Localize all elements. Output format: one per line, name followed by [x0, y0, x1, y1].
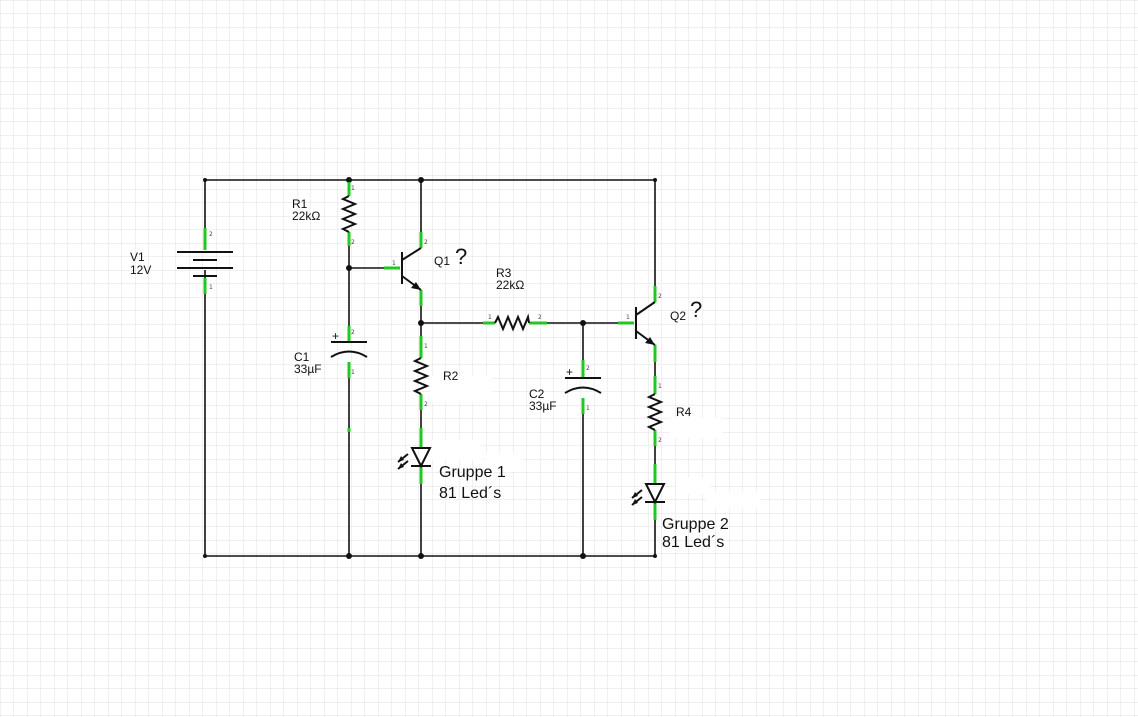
resistor-r1-symbol[interactable]: 1 2: [340, 182, 358, 246]
v1-ref-label: V1: [130, 250, 145, 264]
v1-value-label: 12V: [130, 263, 151, 277]
r4-ref-label: R4: [676, 405, 692, 419]
junction-dots: [203, 177, 657, 559]
q1-ref-label: Q1: [434, 254, 450, 268]
led-group-2-name: Gruppe 2: [662, 516, 729, 533]
pin-number: 1: [658, 383, 662, 390]
resistor-r3-symbol[interactable]: 1 2: [483, 313, 547, 332]
pin-number: 1: [424, 343, 428, 350]
pin-number: 2: [424, 239, 428, 246]
r3-ref-label: R3: [496, 266, 512, 280]
pin-number: 2: [658, 293, 662, 300]
c1-polarity-label: +: [332, 329, 339, 343]
q1-question-mark: ?: [455, 244, 467, 269]
pin-number: 2: [351, 239, 355, 246]
r1-ref-label: R1: [292, 197, 308, 211]
pin-number: 2: [658, 437, 662, 444]
c2-value-label: 33µF: [529, 399, 557, 413]
resistor-r4-symbol[interactable]: 1 2: [646, 376, 664, 446]
led-group-1-symbol[interactable]: [397, 428, 432, 484]
capacitor-c2-symbol[interactable]: 2 1: [564, 360, 602, 414]
pin-number: 2: [586, 365, 590, 372]
c2-polarity-label: +: [566, 365, 573, 379]
r3-value-label: 22kΩ: [496, 278, 524, 292]
pin-number: 1: [392, 260, 396, 267]
q2-question-mark: ?: [690, 297, 702, 322]
pin-number: 1: [351, 185, 355, 192]
pin-number: 1: [488, 314, 492, 321]
battery-v1-symbol[interactable]: 2 1: [177, 228, 233, 294]
q2-ref-label: Q2: [670, 309, 686, 323]
pin-number: 1: [626, 314, 630, 321]
pin-number: 2: [209, 231, 213, 238]
pin-number: 1: [351, 369, 355, 376]
pin-number: 2: [351, 329, 355, 336]
transistor-q1-symbol[interactable]: 1 2: [384, 232, 428, 306]
c1-value-label: 33µF: [294, 362, 322, 376]
resistor-r2-symbol[interactable]: 1 2: [412, 336, 430, 410]
pin-number: 2: [424, 401, 428, 408]
pin-number: 2: [538, 314, 542, 321]
pin-number: 1: [586, 405, 590, 412]
background-patches: [422, 376, 760, 508]
pin-number: 1: [209, 284, 213, 291]
led-group-2-symbol[interactable]: [631, 464, 666, 520]
transistor-q2-symbol[interactable]: 1 2: [618, 286, 662, 362]
capacitor-c1-symbol[interactable]: 2 1: [330, 326, 368, 378]
led-group-1-name: Gruppe 1: [439, 464, 506, 481]
c2-ref-label: C2: [529, 387, 545, 401]
r2-ref-label: R2: [443, 369, 459, 383]
r1-value-label: 22kΩ: [292, 209, 320, 223]
led-group-2-count: 81 Led´s: [662, 534, 724, 551]
led-group-1-count: 81 Led´s: [439, 485, 501, 502]
c1-ref-label: C1: [294, 350, 310, 364]
